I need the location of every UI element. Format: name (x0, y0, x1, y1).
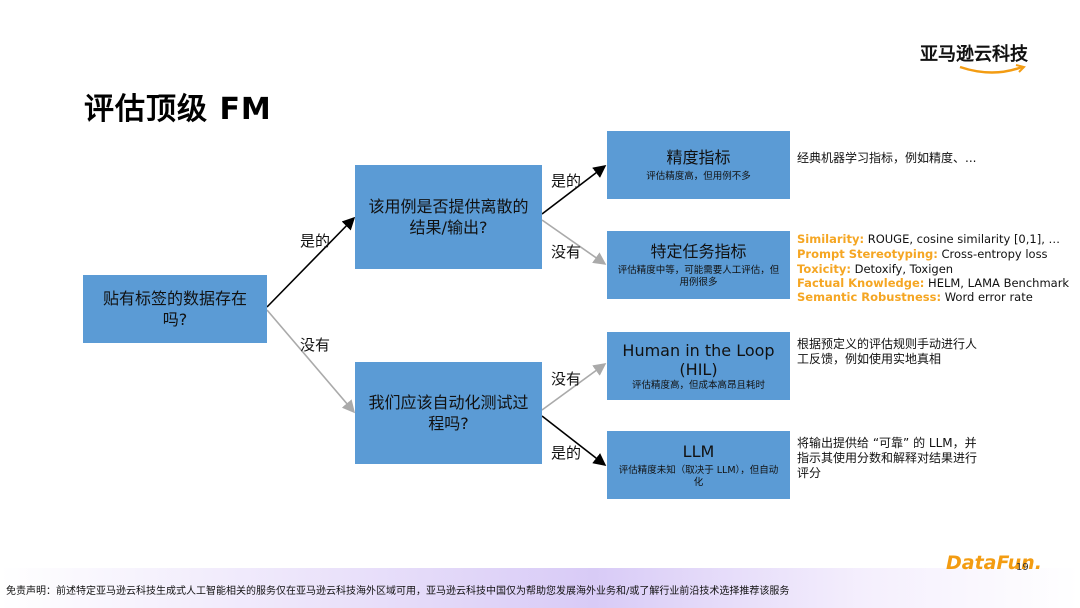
node-task-metrics: 特定任务指标 评估精度中等，可能需要人工评估，但用例很多 (607, 231, 790, 299)
node-automate: 我们应该自动化测试过程吗? (355, 362, 542, 464)
metric-toxicity-key: Toxicity: (797, 262, 851, 276)
edge-label-automate-no: 没有 (551, 370, 582, 388)
edge-label-root-yes: 是的 (300, 232, 331, 250)
footer-glow (0, 568, 1080, 608)
metric-prompt-key: Prompt Stereotyping: (797, 247, 938, 261)
footer-disclaimer: 免责声明：前述特定亚马逊云科技生成式人工智能相关的服务仅在亚马逊云科技海外区域可… (6, 586, 790, 597)
page-number: 19 (1016, 562, 1029, 573)
metric-semantic-robustness: Semantic Robustness: Word error rate (797, 290, 1033, 305)
edge-root-yes (266, 216, 356, 308)
edge-discrete-yes (541, 165, 607, 215)
node-accuracy-title: 精度指标 (666, 148, 731, 167)
metric-factual-key: Factual Knowledge: (797, 276, 925, 290)
metric-factual-value: HELM, LAMA Benchmark (924, 276, 1070, 290)
metric-similarity-value: ROUGE, cosine similarity [0,1], … (864, 232, 1061, 246)
edge-label-automate-yes: 是的 (551, 444, 582, 462)
metric-toxicity: Toxicity: Detoxify, Toxigen (797, 262, 953, 277)
desc-hil: 根据预定义的评估规则手动进行人工反馈，例如使用实地真相 (797, 337, 978, 366)
node-labeled-data: 贴有标签的数据存在吗? (83, 275, 267, 343)
edge-label-discrete-no: 没有 (551, 243, 582, 261)
metric-toxicity-value: Detoxify, Toxigen (850, 262, 954, 276)
desc-llm: 将输出提供给 “可靠” 的 LLM，并指示其使用分数和解释对结果进行评分 (797, 436, 978, 480)
edge-discrete-no (541, 219, 607, 265)
metric-prompt-value: Cross-entropy loss (937, 247, 1048, 261)
edge-label-discrete-yes: 是的 (551, 172, 582, 190)
edge-label-root-no: 没有 (300, 336, 331, 354)
edge-automate-no (541, 363, 607, 411)
edge-root-no (266, 309, 356, 414)
metric-prompt-stereotyping: Prompt Stereotyping: Cross-entropy loss (797, 247, 1048, 262)
metric-factual-knowledge: Factual Knowledge: HELM, LAMA Benchmark (797, 276, 1069, 291)
node-llm: LLM 评估精度未知（取决于 LLM），但自动化 (607, 431, 790, 499)
node-llm-sub: 评估精度未知（取决于 LLM），但自动化 (618, 465, 779, 488)
brand-logo: 亚马逊云科技 (920, 44, 1028, 65)
edge-automate-yes (541, 415, 607, 466)
brand-smile-icon (959, 64, 1026, 74)
node-automate-text: 我们应该自动化测试过程吗? (368, 393, 529, 433)
node-discrete-output: 该用例是否提供离散的结果/输出? (355, 165, 542, 269)
node-task-title: 特定任务指标 (650, 242, 747, 261)
node-accuracy-metrics: 精度指标 评估精度高，但用例不多 (607, 131, 790, 199)
node-labeled-data-text: 贴有标签的数据存在吗? (102, 289, 247, 329)
datafun-logo: DataFun. (946, 552, 1042, 574)
page-title: 评估顶级 FM (84, 92, 272, 127)
desc-accuracy: 经典机器学习指标，例如精度、... (797, 151, 977, 165)
metric-semantic-key: Semantic Robustness: (797, 290, 942, 304)
metric-similarity: Similarity: ROUGE, cosine similarity [0,… (797, 232, 1060, 247)
node-llm-title: LLM (682, 442, 715, 461)
metric-semantic-value: Word error rate (941, 290, 1033, 304)
node-hil-sub: 评估精度高，但成本高昂且耗时 (631, 379, 765, 391)
node-task-sub: 评估精度中等，可能需要人工评估，但用例很多 (617, 265, 780, 288)
metric-similarity-key: Similarity: (797, 232, 865, 246)
node-discrete-output-text: 该用例是否提供离散的结果/输出? (368, 197, 529, 237)
node-accuracy-sub: 评估精度高，但用例不多 (646, 171, 751, 182)
node-hil: Human in the Loop (HIL) 评估精度高，但成本高昂且耗时 (607, 332, 790, 400)
node-hil-title: Human in the Loop (HIL) (622, 340, 775, 379)
